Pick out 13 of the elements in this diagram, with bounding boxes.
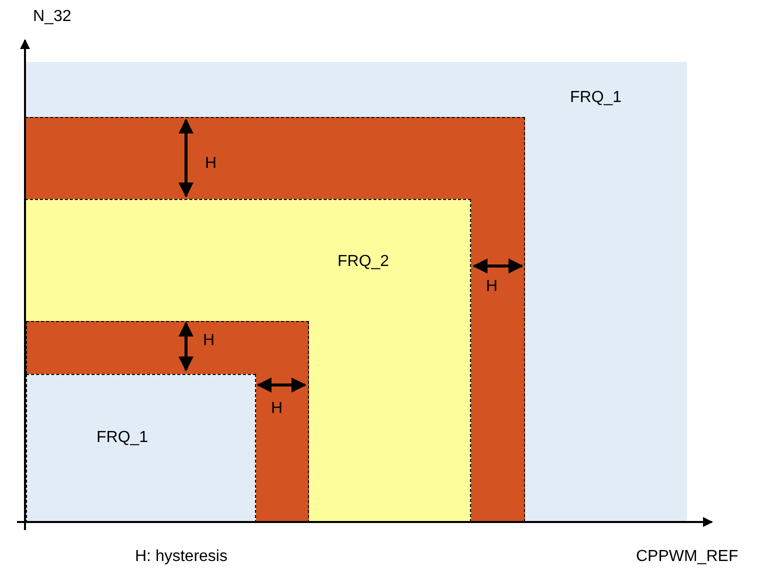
region <box>25 62 687 522</box>
dimension-label: H <box>271 400 283 418</box>
axis-label: CPPWM_REF <box>636 548 738 566</box>
dimension-label: H <box>486 278 498 296</box>
dimension-label: H <box>203 332 215 350</box>
region <box>26 374 256 523</box>
region <box>25 199 471 522</box>
region-label: FRQ_1 <box>96 428 148 446</box>
region-label: FRQ_2 <box>338 252 390 270</box>
dimension-label: H <box>205 155 217 173</box>
region-label: FRQ_1 <box>570 89 622 107</box>
axis-label: N_32 <box>33 8 72 26</box>
note: H: hysteresis <box>135 548 228 566</box>
